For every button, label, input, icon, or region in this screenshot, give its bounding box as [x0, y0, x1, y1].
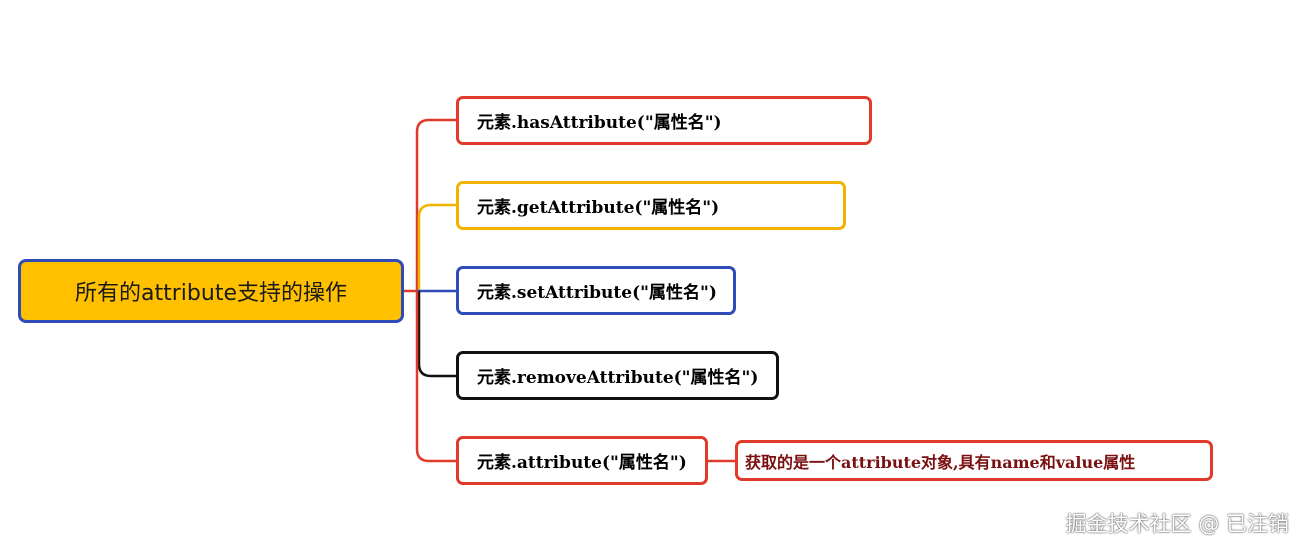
- node-get-attribute-label: 元素.getAttribute("属性名"): [477, 198, 720, 218]
- node-get-attribute: 元素.getAttribute("属性名"): [456, 181, 846, 230]
- node-attribute: 元素.attribute("属性名"): [456, 436, 708, 485]
- node-has-attribute-label: 元素.hasAttribute("属性名"): [477, 113, 722, 133]
- node-set-attribute-label: 元素.setAttribute("属性名"): [477, 283, 717, 303]
- node-has-attribute: 元素.hasAttribute("属性名"): [456, 96, 872, 145]
- connector-has: [415, 118, 456, 291]
- connector-get: [417, 203, 456, 291]
- note-node-label: 获取的是一个attribute对象,具有name和value属性: [745, 452, 1136, 472]
- note-node: 获取的是一个attribute对象,具有name和value属性: [735, 440, 1213, 481]
- root-node-label: 所有的attribute支持的操作: [75, 281, 347, 306]
- root-node: 所有的attribute支持的操作: [18, 259, 404, 323]
- watermark: 掘金技术社区 @ 已注销: [1065, 512, 1289, 536]
- node-set-attribute: 元素.setAttribute("属性名"): [456, 266, 736, 315]
- node-remove-attribute-label: 元素.removeAttribute("属性名"): [477, 368, 759, 388]
- connector-attr: [415, 291, 456, 463]
- node-attribute-label: 元素.attribute("属性名"): [477, 453, 687, 473]
- connector-remove: [417, 291, 456, 378]
- node-remove-attribute: 元素.removeAttribute("属性名"): [456, 351, 779, 400]
